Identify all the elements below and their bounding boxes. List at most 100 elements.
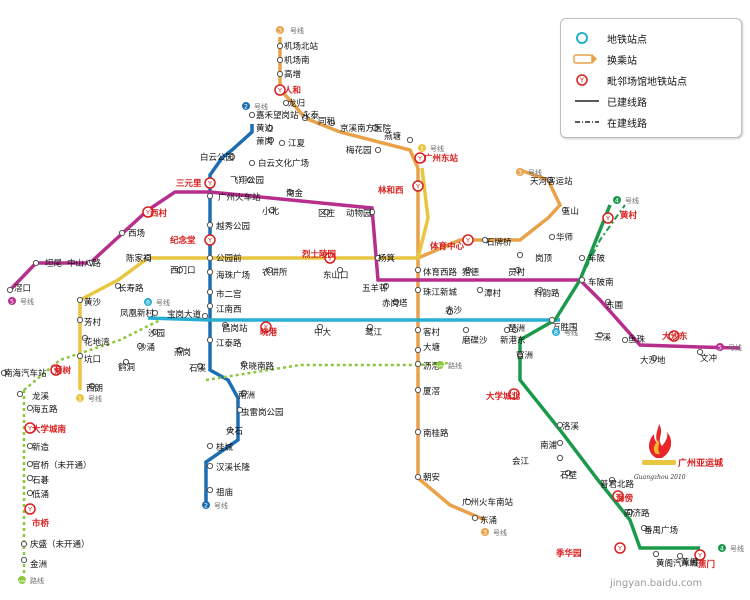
station-marker[interactable] <box>144 254 152 262</box>
station-marker[interactable] <box>328 119 336 127</box>
station-marker[interactable] <box>368 208 376 216</box>
station-marker[interactable] <box>206 192 214 200</box>
station-marker[interactable] <box>464 266 472 274</box>
station-marker[interactable] <box>374 146 382 154</box>
station-marker[interactable] <box>26 474 34 482</box>
station-marker[interactable] <box>516 351 524 359</box>
venue-station-marker[interactable]: Y <box>324 252 336 264</box>
station-marker[interactable] <box>336 266 344 274</box>
venue-station-marker[interactable]: Y <box>204 234 216 246</box>
station-marker[interactable] <box>26 489 34 497</box>
venue-station-marker[interactable]: Y <box>412 180 424 192</box>
venue-station-marker[interactable]: Y <box>24 422 36 434</box>
venue-station-marker[interactable]: Y <box>668 330 680 342</box>
station-marker[interactable] <box>556 454 564 462</box>
station-marker[interactable] <box>86 259 94 267</box>
station-marker[interactable] <box>286 188 294 196</box>
station-marker[interactable] <box>282 99 290 107</box>
station-marker[interactable] <box>696 348 704 356</box>
venue-station-marker[interactable]: Y <box>508 388 520 400</box>
station-marker[interactable] <box>650 354 658 362</box>
station-marker[interactable] <box>503 326 511 334</box>
station-marker[interactable] <box>652 550 660 558</box>
station-marker[interactable] <box>548 233 556 241</box>
station-marker[interactable] <box>76 296 84 304</box>
station-marker[interactable] <box>176 266 184 274</box>
station-marker[interactable] <box>564 469 572 477</box>
station-marker[interactable] <box>114 282 122 290</box>
station-marker[interactable] <box>414 428 422 436</box>
station-marker[interactable] <box>151 309 159 317</box>
station-marker[interactable] <box>604 298 612 306</box>
station-marker[interactable] <box>471 514 479 522</box>
venue-station-marker[interactable]: Y <box>462 234 474 246</box>
station-marker[interactable] <box>276 42 284 50</box>
station-marker[interactable] <box>228 153 236 161</box>
station-marker[interactable] <box>206 254 214 262</box>
station-marker[interactable] <box>206 486 214 494</box>
venue-station-marker[interactable]: Y <box>614 542 626 554</box>
station-marker[interactable] <box>514 266 522 274</box>
station-marker[interactable] <box>406 136 414 144</box>
station-marker[interactable] <box>371 124 379 132</box>
venue-station-marker[interactable]: Y <box>414 152 426 164</box>
station-marker[interactable] <box>151 328 159 336</box>
station-marker[interactable] <box>206 302 214 310</box>
station-marker[interactable] <box>481 236 489 244</box>
station-marker[interactable] <box>248 159 256 167</box>
station-marker[interactable] <box>81 334 89 342</box>
station-marker[interactable] <box>248 111 256 119</box>
venue-station-marker[interactable]: Y <box>694 549 706 561</box>
station-marker[interactable] <box>26 442 34 450</box>
station-marker[interactable] <box>392 298 400 306</box>
station-marker[interactable] <box>268 206 276 214</box>
station-marker[interactable] <box>206 221 214 229</box>
station-marker[interactable] <box>323 208 331 216</box>
station-marker[interactable] <box>382 282 390 290</box>
station-marker[interactable] <box>516 251 524 259</box>
station-marker[interactable] <box>676 552 684 560</box>
station-marker[interactable] <box>236 406 244 414</box>
station-marker[interactable] <box>414 326 422 334</box>
station-marker[interactable] <box>206 442 214 450</box>
station-marker[interactable] <box>414 286 422 294</box>
station-marker[interactable] <box>446 308 454 316</box>
station-marker[interactable] <box>122 358 130 366</box>
station-marker[interactable] <box>118 229 126 237</box>
station-marker[interactable] <box>267 136 275 144</box>
station-marker[interactable] <box>221 321 229 329</box>
station-marker[interactable] <box>266 124 274 132</box>
station-marker[interactable] <box>206 462 214 470</box>
station-marker[interactable] <box>556 439 564 447</box>
station-marker[interactable] <box>464 498 472 506</box>
station-marker[interactable] <box>20 540 28 548</box>
station-marker[interactable] <box>414 473 422 481</box>
station-marker[interactable] <box>316 323 324 331</box>
station-marker[interactable] <box>414 386 422 394</box>
venue-station-marker[interactable]: Y <box>204 177 216 189</box>
venue-station-marker[interactable]: Y <box>274 84 286 96</box>
station-marker[interactable] <box>511 326 519 334</box>
station-marker[interactable] <box>414 346 422 354</box>
station-marker[interactable] <box>414 266 422 274</box>
station-marker[interactable] <box>546 176 554 184</box>
station-marker[interactable] <box>76 352 84 360</box>
station-marker[interactable] <box>0 369 8 377</box>
station-marker[interactable] <box>621 336 629 344</box>
station-marker[interactable] <box>374 254 382 262</box>
station-marker[interactable] <box>301 114 309 122</box>
station-marker[interactable] <box>226 426 234 434</box>
station-marker[interactable] <box>414 360 422 368</box>
station-marker[interactable] <box>366 323 374 331</box>
station-marker[interactable] <box>88 382 96 390</box>
station-marker[interactable] <box>246 176 254 184</box>
station-marker[interactable] <box>20 556 28 564</box>
venue-station-marker[interactable]: Y <box>50 364 62 376</box>
station-marker[interactable] <box>556 421 564 429</box>
venue-station-marker[interactable]: Y <box>612 490 624 502</box>
venue-station-marker[interactable]: Y <box>260 321 272 333</box>
station-marker[interactable] <box>266 266 274 274</box>
station-marker[interactable] <box>276 56 284 64</box>
station-marker[interactable] <box>608 476 616 484</box>
station-marker[interactable] <box>278 139 286 147</box>
